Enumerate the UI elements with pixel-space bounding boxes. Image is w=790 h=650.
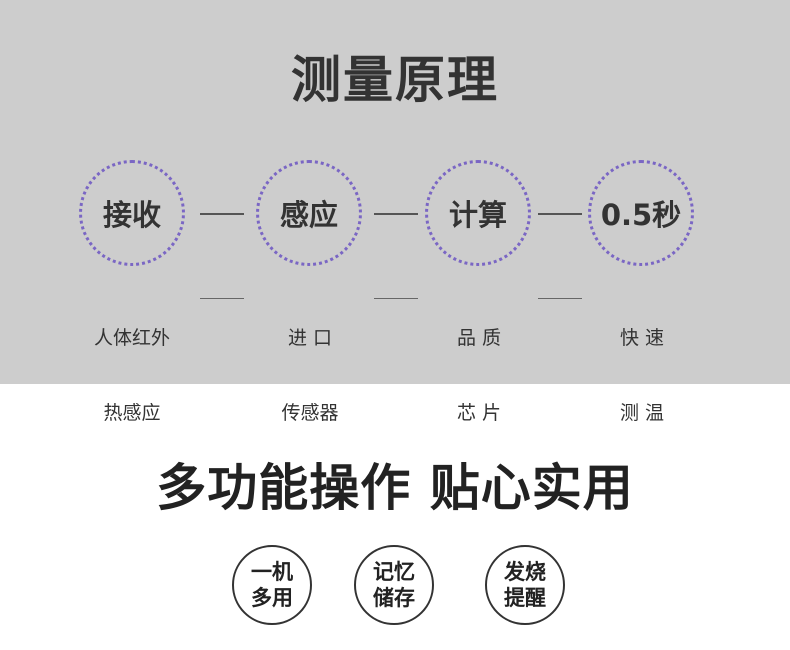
feature-label: 记忆 xyxy=(373,560,415,584)
desc-line: 测 温 xyxy=(619,402,665,424)
step-circle-speed: 0.5秒 xyxy=(588,160,694,266)
desc-divider xyxy=(200,298,244,299)
step-circle-receive: 接收 xyxy=(79,160,185,266)
feature-label: 提醒 xyxy=(504,586,546,610)
step-desc-receive: 人体红外 热感应 xyxy=(72,276,192,476)
step-desc-sense: 进 口 传感器 xyxy=(250,276,370,476)
connector-line xyxy=(538,213,582,215)
feature-label: 多用 xyxy=(251,586,293,610)
step-desc-speed: 快 速 测 温 xyxy=(582,276,702,476)
desc-line: 人体红外 xyxy=(93,327,170,349)
desc-line: 品 质 xyxy=(456,327,502,349)
feature-memory: 记忆 储存 xyxy=(354,545,434,625)
section-title: 测量原理 xyxy=(291,51,499,109)
feature-fever-alert: 发烧 提醒 xyxy=(485,545,565,625)
feature-label: 储存 xyxy=(373,586,415,610)
desc-line: 芯 片 xyxy=(456,402,502,424)
desc-line: 传感器 xyxy=(281,402,339,424)
desc-line: 进 口 xyxy=(287,327,333,349)
connector-line xyxy=(200,213,244,215)
feature-label: 一机 xyxy=(251,560,293,584)
connector-line xyxy=(374,213,418,215)
step-desc-compute: 品 质 芯 片 xyxy=(419,276,539,476)
feature-multi-use: 一机 多用 xyxy=(232,545,312,625)
feature-label: 发烧 xyxy=(504,560,546,584)
step-circle-compute: 计算 xyxy=(425,160,531,266)
desc-divider xyxy=(538,298,582,299)
desc-divider xyxy=(374,298,418,299)
measurement-principle-section: 测量原理 接收 感应 计算 0.5秒 人体红外 热感应 进 口 传感器 品 质 … xyxy=(0,0,790,424)
desc-line: 热感应 xyxy=(103,402,161,424)
desc-line: 快 速 xyxy=(619,327,665,349)
step-circle-sense: 感应 xyxy=(256,160,362,266)
features-title: 多功能操作 贴心实用 xyxy=(156,459,634,517)
